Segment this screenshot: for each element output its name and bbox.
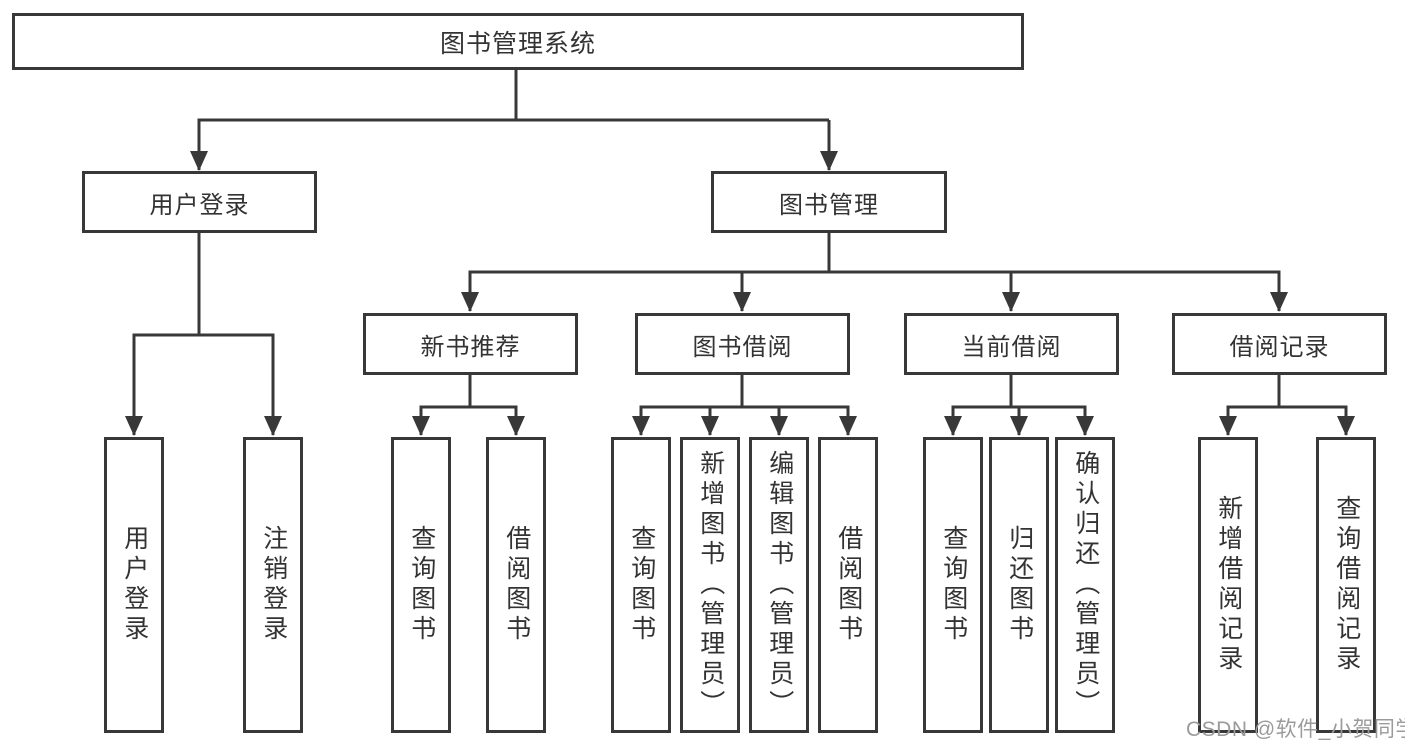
leaf-label: 查询图书 bbox=[407, 525, 436, 645]
leaf-confirm-return-admin: 确认归还（管理员） bbox=[1055, 437, 1115, 733]
node-new-book-recommendation: 新书推荐 bbox=[363, 313, 578, 375]
leaf-label: 注销登录 bbox=[259, 525, 288, 645]
node-book-management: 图书管理 bbox=[711, 171, 947, 233]
leaf-return-books: 归还图书 bbox=[989, 437, 1049, 733]
leaf-query-borrowing-record: 查询借阅记录 bbox=[1316, 437, 1376, 733]
leaf-label: 确认归还（管理员） bbox=[1071, 450, 1100, 720]
csdn-watermark: CSDN @软件_小贺同学 bbox=[1186, 718, 1405, 741]
leaf-label: 查询图书 bbox=[939, 525, 968, 645]
node-user-login: 用户登录 bbox=[82, 171, 317, 233]
leaf-label: 新增图书（管理员） bbox=[696, 450, 725, 720]
leaf-label: 查询借阅记录 bbox=[1332, 495, 1361, 675]
leaf-edit-book-admin: 编辑图书（管理员） bbox=[749, 437, 809, 733]
leaf-query-books-recommend: 查询图书 bbox=[391, 437, 451, 733]
leaf-borrow-books: 借阅图书 bbox=[818, 437, 878, 733]
leaf-add-borrowing-record: 新增借阅记录 bbox=[1198, 437, 1258, 733]
leaf-logout: 注销登录 bbox=[243, 437, 303, 733]
leaf-label: 用户登录 bbox=[120, 525, 149, 645]
leaf-label: 借阅图书 bbox=[502, 525, 531, 645]
node-book-borrowing: 图书借阅 bbox=[635, 313, 850, 375]
node-borrowing-records: 借阅记录 bbox=[1172, 313, 1387, 375]
leaf-borrow-books-recommend: 借阅图书 bbox=[486, 437, 546, 733]
leaf-label: 编辑图书（管理员） bbox=[765, 450, 794, 720]
node-current-borrowing: 当前借阅 bbox=[904, 313, 1119, 375]
leaf-label: 借阅图书 bbox=[834, 525, 863, 645]
leaf-query-books-borrowing: 查询图书 bbox=[611, 437, 671, 733]
leaf-label: 归还图书 bbox=[1005, 525, 1034, 645]
leaf-user-login: 用户登录 bbox=[104, 437, 164, 733]
leaf-query-books-current: 查询图书 bbox=[923, 437, 983, 733]
leaf-label: 查询图书 bbox=[627, 525, 656, 645]
leaf-add-book-admin: 新增图书（管理员） bbox=[680, 437, 740, 733]
leaf-label: 新增借阅记录 bbox=[1214, 495, 1243, 675]
node-library-management-system: 图书管理系统 bbox=[12, 13, 1024, 70]
